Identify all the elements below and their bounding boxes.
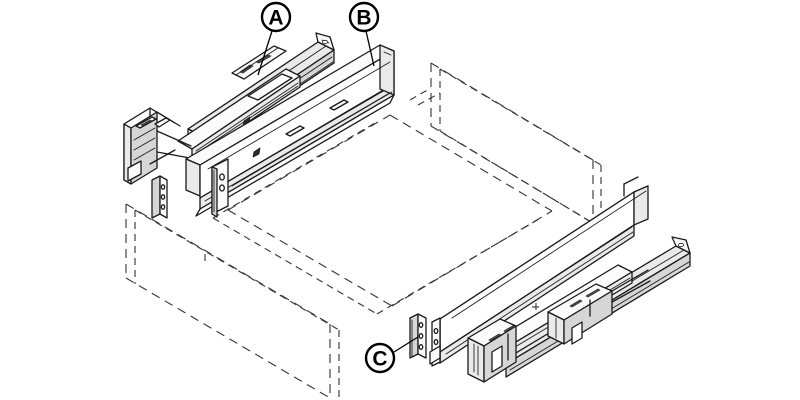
clip-body-left [151, 175, 161, 219]
runner-r-coupler [547, 283, 613, 345]
runner-r-bracket-window [491, 345, 503, 373]
callout-a-leader [257, 30, 273, 76]
callout-b-leader [365, 30, 375, 67]
runner-r-coupler-brand-2 [585, 288, 601, 298]
drawer-side-lug-2 [329, 99, 349, 111]
clip-hole-2 [160, 194, 166, 200]
part-runner-upper-left [123, 32, 335, 185]
runner-r-bracket-left [467, 337, 485, 383]
callout-b-circle [348, 1, 380, 33]
runner-rail-rivet [321, 39, 328, 45]
clip-c-body-left [409, 313, 419, 359]
callout-c-leader [393, 336, 419, 353]
callout-c-label: C [372, 348, 387, 371]
part-clip-lower-center [409, 313, 427, 359]
drawer-side-bracket-hole-2 [219, 184, 225, 192]
runner-r-bracket-brand-1 [488, 333, 502, 342]
drawer-side-bracket-edge [211, 166, 218, 218]
runner-bracket-foot [127, 160, 142, 182]
runner-r-bracket-brand-2 [503, 324, 517, 333]
runner-r-coupler-lever [571, 321, 583, 345]
runner-r-coupler-brand-1 [569, 299, 583, 308]
callout-c[interactable]: C [364, 336, 419, 374]
phantom-panels-group [125, 62, 602, 400]
phantom-front-panel [125, 203, 340, 400]
drawer-side-r-bracket-foot [429, 345, 441, 365]
clip-hole-1 [160, 184, 166, 190]
runner-front-bracket [123, 107, 181, 185]
callout-a-label: A [268, 7, 283, 30]
phantom-bottom-panel [212, 114, 553, 315]
part-drawer-side-upper-left [185, 44, 395, 218]
callouts-group: A B C [257, 1, 419, 374]
drawer-side-r-bracket-hole-1 [433, 327, 439, 335]
callout-a-circle [260, 1, 292, 33]
part-clip-upper-left [151, 175, 168, 219]
runner-bracket-brand-mark [140, 119, 153, 127]
drawer-side-arrow-mark [252, 147, 261, 158]
clip-c-hole-1 [418, 322, 424, 328]
drawer-side-lug-1 [285, 125, 305, 137]
runner-brand-mark-1 [239, 64, 254, 74]
runner-r-rail-rivet [678, 242, 685, 248]
drawer-side-front-bracket [211, 158, 229, 218]
clip-c-hole-3 [418, 344, 424, 350]
runner-r-front-bracket [467, 318, 517, 383]
phantom-back-panel [409, 62, 602, 229]
drawer-side-r-back-cap [633, 185, 649, 226]
callout-b-label: B [356, 7, 371, 30]
clip-c-hole-2 [418, 333, 424, 339]
callout-c-circle [364, 342, 396, 374]
drawer-side-end-face [185, 158, 201, 197]
drawer-side-back-cap [379, 44, 395, 96]
part-runner-lower-right [467, 236, 691, 383]
drawer-side-bracket-hole-1 [219, 173, 225, 181]
callout-b[interactable]: B [348, 1, 380, 67]
drawer-side-r-bracket-hole-2 [433, 338, 439, 346]
drawer-side-bottom-return [195, 94, 395, 217]
callout-a[interactable]: A [257, 1, 292, 76]
clip-hole-3 [160, 204, 166, 210]
drawer-side-r-front-bracket [429, 317, 441, 367]
